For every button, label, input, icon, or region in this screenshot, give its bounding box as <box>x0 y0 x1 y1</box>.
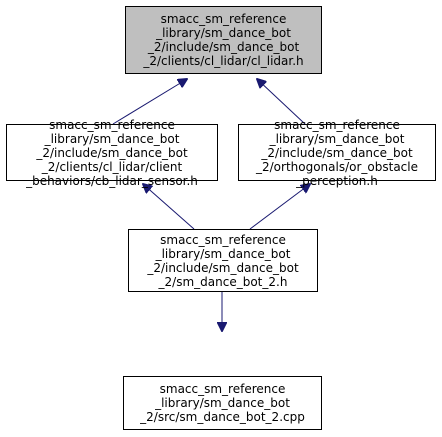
node-sm-dance-bot-2-cpp[interactable]: smacc_sm_reference _library/sm_dance_bot… <box>123 376 322 430</box>
edge-left-to-root <box>112 79 187 125</box>
node-label-line: _2/clients/cl_lidar/cl_lidar.h <box>143 54 304 68</box>
node-label-line: _library/sm_dance_bot <box>156 26 291 40</box>
node-or-obstacle-perception-h[interactable]: smacc_sm_reference _library/sm_dance_bot… <box>238 118 436 188</box>
node-label-line: smacc_sm_reference <box>159 382 286 396</box>
node-label-line: _library/sm_dance_bot <box>155 396 290 410</box>
node-label-line: _library/sm_dance_bot <box>155 246 291 261</box>
node-label-line: _perception.h <box>296 173 378 188</box>
edge-middle-to-right <box>249 184 310 230</box>
node-label-line: _2/orthogonals/or_obstacle <box>255 159 418 174</box>
node-cb-lidar-sensor-h-label: smacc_sm_reference _library/sm_dance_bot… <box>7 118 217 188</box>
node-cb-lidar-sensor-h[interactable]: smacc_sm_reference _library/sm_dance_bot… <box>6 118 218 188</box>
node-or-obstacle-perception-h-label: smacc_sm_reference _library/sm_dance_bot… <box>239 118 435 188</box>
node-label-line: _2/clients/cl_lidar/client <box>41 159 183 174</box>
node-sm-dance-bot-2-cpp-label: smacc_sm_reference _library/sm_dance_bot… <box>124 377 321 429</box>
node-label-line: _2/include/sm_dance_bot <box>147 260 299 275</box>
node-label-line: smacc_sm_reference <box>160 232 286 247</box>
node-label-line: _2/include/sm_dance_bot <box>261 145 413 160</box>
node-sm-dance-bot-2-h-label: smacc_sm_reference _library/sm_dance_bot… <box>129 230 317 291</box>
node-label-line: _2/src/sm_dance_bot_2.cpp <box>140 410 305 424</box>
node-label-line: _behaviors/cb_lidar_sensor.h <box>26 173 198 188</box>
edge-right-to-root <box>257 79 306 125</box>
node-label-line: _library/sm_dance_bot <box>269 131 405 146</box>
node-label-line: _2/sm_dance_bot_2.h <box>158 274 288 289</box>
node-label-line: smacc_sm_reference <box>49 117 175 132</box>
node-cl-lidar-h-label: smacc_sm_reference _library/sm_dance_bot… <box>126 7 321 73</box>
node-label-line: _2/include/sm_dance_bot <box>147 40 300 54</box>
node-cl-lidar-h[interactable]: smacc_sm_reference _library/sm_dance_bot… <box>125 6 322 74</box>
node-label-line: smacc_sm_reference <box>160 12 287 26</box>
node-label-line: _2/include/sm_dance_bot <box>36 145 188 160</box>
node-label-line: _library/sm_dance_bot <box>44 131 180 146</box>
node-sm-dance-bot-2-h[interactable]: smacc_sm_reference _library/sm_dance_bot… <box>128 229 318 292</box>
edge-middle-to-left <box>143 184 195 230</box>
node-label-line: smacc_sm_reference <box>274 117 400 132</box>
